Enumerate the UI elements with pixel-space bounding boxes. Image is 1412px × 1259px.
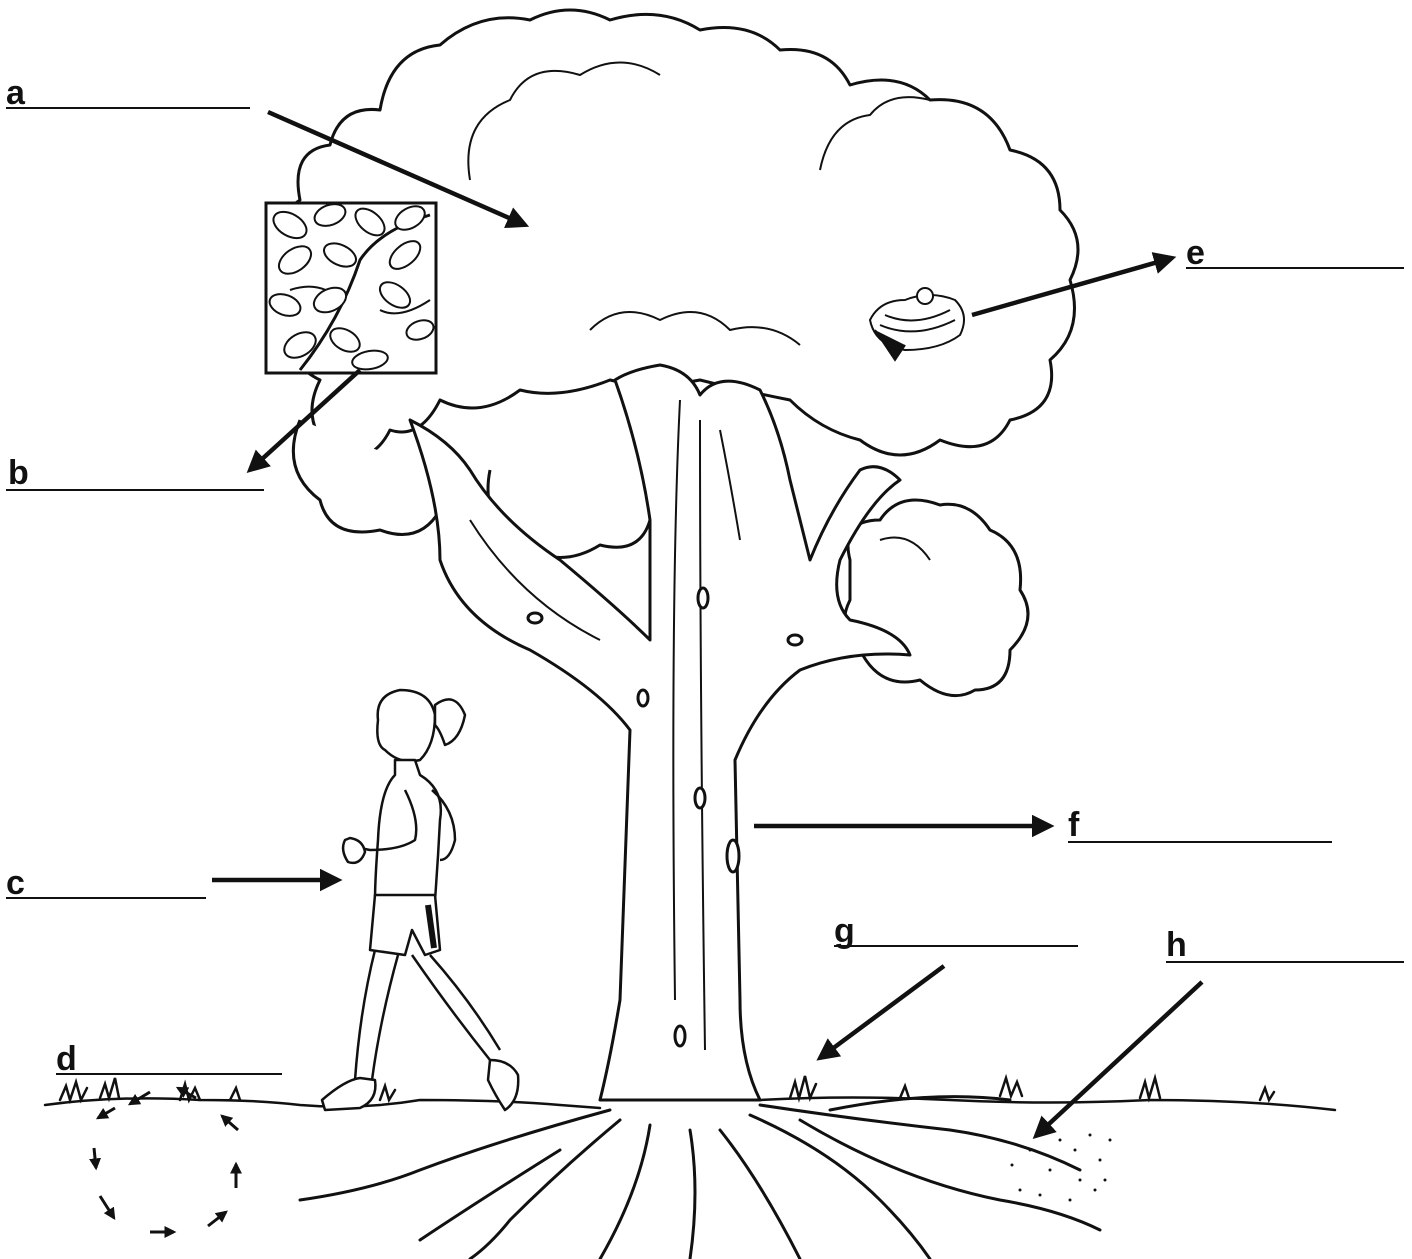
leaf-inset <box>266 200 436 373</box>
jogger <box>322 690 518 1110</box>
label-h: h <box>1166 928 1187 962</box>
arrow-g <box>820 966 944 1058</box>
label-g: g <box>834 914 855 948</box>
label-e: e <box>1186 236 1205 270</box>
label-a: a <box>6 76 25 110</box>
label-d: d <box>56 1042 77 1076</box>
label-b: b <box>8 456 29 490</box>
soil-specks <box>1011 1134 1112 1202</box>
arrow-h <box>1036 982 1202 1136</box>
label-c: c <box>6 866 25 900</box>
tree-trunk <box>410 365 910 1100</box>
cycle-arrows <box>94 1088 238 1232</box>
label-f: f <box>1068 808 1079 842</box>
tree-roots <box>300 1097 1100 1259</box>
